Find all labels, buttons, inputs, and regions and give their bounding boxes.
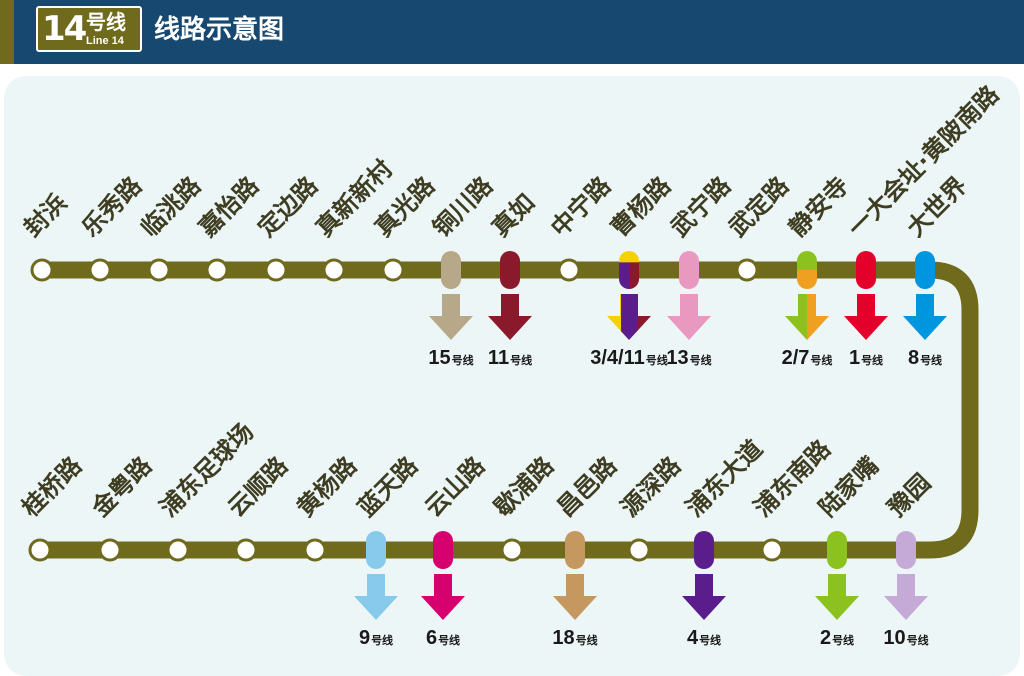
station-marker xyxy=(303,538,327,562)
header-accent-stripe xyxy=(0,0,14,64)
interchange-marker xyxy=(694,531,714,569)
interchange-marker xyxy=(915,251,935,289)
station-marker xyxy=(264,258,288,282)
interchange-marker xyxy=(856,251,876,289)
station-name: 真如 xyxy=(486,189,540,243)
transfer-line-label: 4号线 xyxy=(687,627,721,649)
station-marker xyxy=(28,538,52,562)
transfer-arrow xyxy=(682,574,726,620)
interchange-marker xyxy=(441,251,461,289)
transfer-arrow xyxy=(488,294,532,340)
station-真如[interactable]: 真如 11号线 xyxy=(486,189,540,369)
transfer-arrow xyxy=(421,574,465,620)
station-marker xyxy=(147,258,171,282)
transfer-arrow xyxy=(553,574,597,620)
station-name: 临洮路 xyxy=(135,171,206,242)
station-marker xyxy=(735,258,759,282)
station-name: 静安寺 xyxy=(783,172,854,243)
transfer-line-label: 10号线 xyxy=(883,627,928,649)
station-marker xyxy=(381,258,405,282)
station-name: 桂桥路 xyxy=(16,451,87,522)
transfer-arrow xyxy=(903,294,947,340)
transfer-arrow xyxy=(354,574,398,620)
transfer-arrow xyxy=(607,294,651,340)
station-name: 嘉怡路 xyxy=(193,171,264,242)
station-name: 铜川路 xyxy=(427,171,498,242)
station-name: 武宁路 xyxy=(665,171,736,242)
transfer-line-label: 11号线 xyxy=(488,347,532,369)
interchange-marker xyxy=(619,251,639,289)
station-name: 豫园 xyxy=(882,469,936,523)
line-14-badge: 14 号线 Line 14 xyxy=(36,6,142,52)
station-name: 歇浦路 xyxy=(488,451,560,523)
line-number: 14 xyxy=(42,9,87,49)
transfer-arrow xyxy=(815,574,859,620)
station-marker xyxy=(205,258,229,282)
route-map: 封浜乐秀路临洮路嘉怡路定边路真新新村真光路铜川路15号线真如11号线中宁路曹杨路… xyxy=(16,80,1005,649)
station-marker xyxy=(88,258,112,282)
station-name: 黄杨路 xyxy=(291,451,362,522)
station-name: 武定路 xyxy=(723,171,794,242)
stations-bottom-row: 桂桥路金粤路浦东足球场云顺路黄杨路蓝天路9号线云山路6号线歇浦路昌邑路18号线源… xyxy=(16,418,936,649)
interchange-marker xyxy=(433,531,453,569)
station-name: 云山路 xyxy=(419,451,490,522)
interchange-marker xyxy=(500,251,520,289)
transfer-line-label: 1号线 xyxy=(849,347,883,369)
transfer-line-label: 13号线 xyxy=(666,347,711,369)
interchange-marker xyxy=(896,531,916,569)
station-豫园[interactable]: 豫园 10号线 xyxy=(882,469,936,649)
station-marker xyxy=(166,538,190,562)
transfer-arrow xyxy=(844,294,888,340)
transfer-line-label: 2/7号线 xyxy=(782,347,833,369)
station-name: 曹杨路 xyxy=(605,171,676,242)
transfer-arrow xyxy=(429,294,473,340)
transfer-arrow xyxy=(667,294,711,340)
station-marker xyxy=(627,538,651,562)
station-name: 昌邑路 xyxy=(551,451,622,522)
transfer-line-label: 8号线 xyxy=(908,347,942,369)
station-marker xyxy=(557,258,581,282)
transfer-line-label: 6号线 xyxy=(426,627,460,649)
interchange-marker xyxy=(366,531,386,569)
station-name: 定边路 xyxy=(252,171,323,242)
station-name: 蓝天路 xyxy=(352,451,423,522)
transfer-line-label: 15号线 xyxy=(428,347,473,369)
station-name: 中宁路 xyxy=(545,171,616,242)
page-title: 线路示意图 xyxy=(154,15,285,45)
interchange-marker xyxy=(565,531,585,569)
station-name: 乐秀路 xyxy=(76,171,147,242)
header-bar: 14 号线 Line 14 线路示意图 xyxy=(0,0,1024,64)
transfer-arrow xyxy=(785,294,829,340)
interchange-marker xyxy=(679,251,699,289)
line-cn-label: 号线 xyxy=(86,10,126,34)
transfer-line-label: 9号线 xyxy=(359,627,393,649)
station-marker xyxy=(234,538,258,562)
station-name: 封浜 xyxy=(18,189,72,243)
station-marker xyxy=(98,538,122,562)
transfer-line-label: 3/4/11号线 xyxy=(590,347,668,369)
station-marker xyxy=(500,538,524,562)
stations-top-row: 封浜乐秀路临洮路嘉怡路定边路真新新村真光路铜川路15号线真如11号线中宁路曹杨路… xyxy=(18,80,1005,369)
station-name: 金粤路 xyxy=(86,451,158,523)
station-marker xyxy=(322,258,346,282)
interchange-marker xyxy=(797,251,817,289)
line-en-label: Line 14 xyxy=(86,35,124,47)
station-marker xyxy=(30,258,54,282)
line-14-track xyxy=(40,261,979,559)
transfer-line-label: 18号线 xyxy=(552,627,597,649)
transfer-line-label: 2号线 xyxy=(820,627,854,649)
transfer-arrow xyxy=(884,574,928,620)
station-marker xyxy=(760,538,784,562)
interchange-marker xyxy=(827,531,847,569)
station-name: 源深路 xyxy=(615,451,686,522)
